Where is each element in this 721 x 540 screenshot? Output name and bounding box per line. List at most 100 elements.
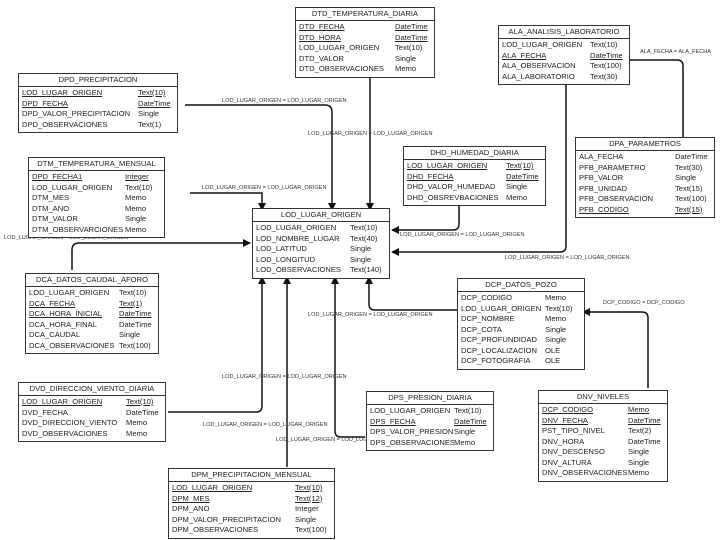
field-name: PST_TIPO_NIVEL: [542, 426, 605, 435]
field-type: Text(10): [545, 303, 573, 313]
field-name: DPS_OBSERVACIONES: [370, 437, 454, 447]
field-type: Text(140): [350, 265, 382, 274]
field-type: Text(40): [350, 233, 378, 243]
field-type: Text(10): [119, 288, 147, 297]
rel-dtm-lod: [190, 192, 266, 211]
field-type: Text(100): [675, 194, 707, 203]
field-type: Memo: [506, 192, 528, 202]
field-type: Memo: [125, 224, 147, 234]
rel-label: ALA_FECHA = ALA_FECHA: [640, 49, 712, 55]
rel-dpd-lod: [185, 104, 336, 211]
rel-label: LOD_LUGAR_ORIGEN = LOD_LUGAR_ORIGEN: [222, 374, 347, 380]
field-name: DPM_OBSERVACIONES: [172, 525, 259, 534]
field-name: DCP_FOTOGRAFIA: [461, 356, 531, 365]
field-type: Single: [119, 330, 141, 339]
field-type: Text(10): [395, 43, 423, 52]
field-name: DTM_ANO: [32, 203, 70, 213]
field-type: Memo: [395, 64, 417, 73]
